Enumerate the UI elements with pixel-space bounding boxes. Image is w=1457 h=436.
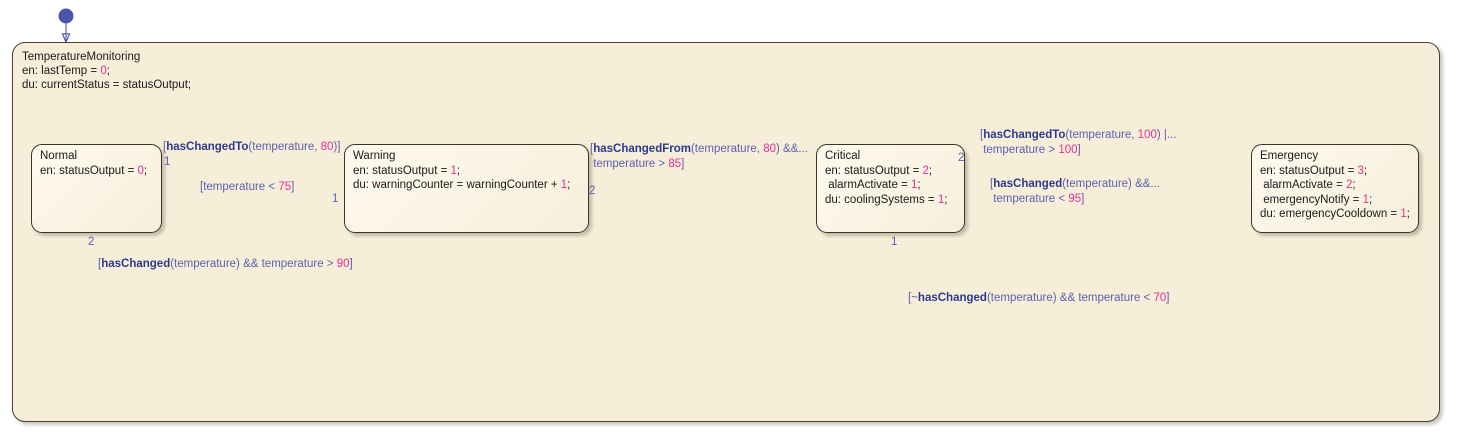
order-normal-to-warning: 1 xyxy=(164,156,171,168)
state-emergency-action-0: en: statusOutput = 3; xyxy=(1260,164,1368,177)
label-emergency-to-critical: [hasChanged(temperature) &&... temperatu… xyxy=(990,178,1161,205)
order-warning-to-normal: 1 xyxy=(332,193,339,205)
chart-default-transition[interactable] xyxy=(58,8,74,43)
state-warning-title: Warning xyxy=(353,150,396,162)
order-critical-down-to-junction: 1 xyxy=(891,236,898,248)
chart-title: TemperatureMonitoring xyxy=(22,51,141,63)
order-critical-to-emergency: 2 xyxy=(958,152,965,164)
chart-action-du: du: currentStatus = statusOutput; xyxy=(22,79,192,91)
state-warning-action-1: du: warningCounter = warningCounter + 1; xyxy=(353,179,571,192)
default-transition-node-chart xyxy=(58,8,74,24)
state-emergency-action-1: alarmActivate = 2; xyxy=(1260,179,1356,192)
order-normal-down-to-junction: 2 xyxy=(88,236,95,248)
chart-action-en: en: lastTemp = 0; xyxy=(22,65,110,77)
state-critical-title: Critical xyxy=(825,150,861,162)
chart-container-temperaturemonitoring[interactable] xyxy=(12,42,1440,422)
state-warning[interactable]: Warning en: statusOutput = 1; du: warnin… xyxy=(344,144,589,233)
label-warning-to-normal: [temperature < 75] xyxy=(200,181,295,193)
label-warning-to-critical: [hasChangedFrom(temperature, 80) &&... t… xyxy=(590,143,808,170)
state-critical-action-2: du: coolingSystems = 1; xyxy=(825,193,948,206)
label-normal-to-critical-junction: [hasChanged(temperature) && temperature … xyxy=(98,258,353,270)
label-critical-to-emergency: [hasChangedTo(temperature, 100) |... tem… xyxy=(980,129,1177,156)
state-emergency-title: Emergency xyxy=(1260,150,1319,162)
order-warning-to-critical: 2 xyxy=(589,185,596,197)
label-normal-to-warning: [hasChangedTo(temperature, 80)] xyxy=(163,141,341,153)
state-normal[interactable]: Normal en: statusOutput = 0; xyxy=(31,144,162,233)
state-emergency[interactable]: Emergency en: statusOutput = 3; alarmAct… xyxy=(1251,144,1419,233)
state-warning-action-0: en: statusOutput = 1; xyxy=(353,164,461,177)
state-emergency-action-2: emergencyNotify = 1; xyxy=(1260,193,1373,206)
state-normal-title: Normal xyxy=(40,150,78,162)
state-critical-action-1: alarmActivate = 1; xyxy=(825,179,921,192)
state-normal-action-0: en: statusOutput = 0; xyxy=(40,164,148,177)
state-critical[interactable]: Critical en: statusOutput = 2; alarmActi… xyxy=(816,144,965,233)
state-emergency-action-3: du: emergencyCooldown = 1; xyxy=(1260,208,1410,221)
state-critical-action-0: en: statusOutput = 2; xyxy=(825,164,933,177)
label-critical-to-normal-junction: [~hasChanged(temperature) && temperature… xyxy=(908,292,1170,304)
